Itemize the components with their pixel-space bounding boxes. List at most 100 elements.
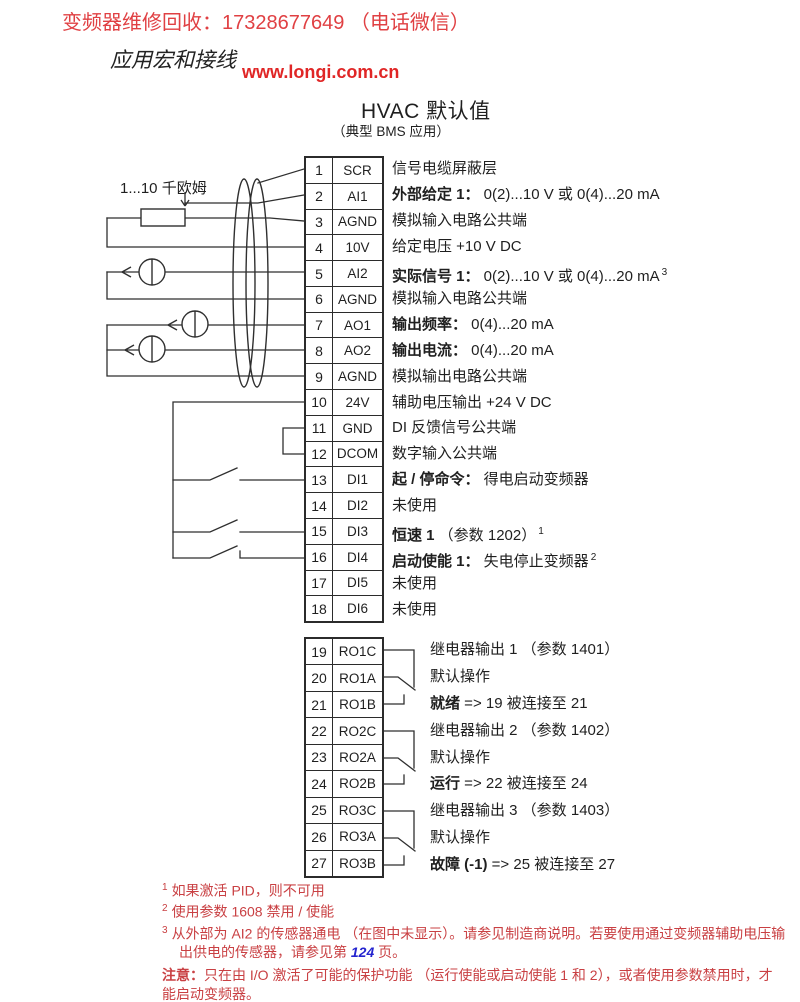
terminal-number: 19 (306, 639, 333, 665)
terminal-row-11: 11 GND (306, 414, 382, 441)
terminal-row-22: 22 RO2C (306, 717, 382, 744)
terminal-name: RO3A (339, 829, 376, 845)
terminal-number: 5 (306, 261, 333, 286)
terminal-description-22: 继电器输出 2 （参数 1402） (430, 721, 620, 739)
terminal-name: DI2 (346, 498, 368, 514)
terminal-description-13: 起 / 停命令： 得电启动变频器 (392, 471, 589, 489)
switch-di4 (172, 545, 305, 559)
terminal-number: 22 (306, 718, 333, 744)
terminal-name: RO2C (338, 723, 377, 739)
terminal-row-17: 17 DI5 (306, 569, 382, 596)
wire-shield-to-scr (257, 168, 305, 184)
wire-ao-loop-to-agnd (106, 324, 305, 377)
terminal-description-17: 未使用 (392, 575, 438, 593)
page-title: HVAC 默认值 (361, 100, 491, 123)
terminal-name: 10V (345, 240, 370, 256)
current-source-ao2 (124, 335, 166, 363)
terminal-number: 16 (306, 544, 333, 570)
wire-pot-loop-to-10v (106, 217, 305, 248)
terminal-name: AGND (337, 291, 377, 307)
service-phone-line: 变频器维修回收：17328677649 （电话微信） (62, 12, 470, 34)
wire-ai2-loop-to-agnd (106, 271, 305, 300)
terminal-name: GND (342, 420, 373, 436)
terminal-number: 9 (306, 364, 333, 390)
terminal-name: SCR (343, 162, 372, 178)
terminal-number: 26 (306, 824, 333, 850)
relay-contact-ro3 (383, 810, 416, 866)
terminal-name: AI2 (347, 266, 368, 282)
terminal-number: 17 (306, 570, 333, 596)
terminal-number: 2 (306, 183, 333, 209)
terminal-name: DI6 (346, 601, 368, 617)
terminal-number: 23 (306, 744, 333, 771)
terminal-number: 27 (306, 850, 333, 876)
terminal-number: 1 (306, 158, 333, 183)
terminal-name: AGND (337, 369, 377, 385)
section-heading-macro-wiring: 应用宏和接线 (110, 48, 236, 72)
relay-contact-ro1 (383, 649, 416, 705)
terminal-number: 7 (306, 312, 333, 338)
note: 注意：只在由 I/O 激活了可能的保护功能 （运行使能或启动使能 1 和 2），… (162, 967, 773, 1002)
switch-di3 (172, 519, 305, 533)
terminal-name: RO3C (338, 802, 377, 818)
terminal-name: AGND (337, 214, 377, 230)
terminal-description-15: 恒速 1 （参数 1202）1 (392, 526, 544, 545)
terminal-row-4: 4 10V (306, 234, 382, 261)
terminal-number: 3 (306, 209, 333, 235)
terminal-name: 24V (345, 394, 370, 410)
terminal-number: 14 (306, 493, 333, 518)
website-link[interactable]: www.longi.com.cn (242, 62, 400, 82)
terminal-name: DI5 (346, 575, 368, 591)
terminal-row-7: 7 AO1 (306, 311, 382, 338)
page-link[interactable]: 124 (350, 943, 375, 960)
terminal-row-25: 25 RO3C (306, 796, 382, 824)
terminal-description-1: 信号电缆屏蔽层 (392, 160, 498, 177)
terminal-number: 8 (306, 338, 333, 364)
terminal-description-21: 就绪 => 19 被连接至 21 (430, 694, 588, 712)
terminal-description-14: 未使用 (392, 497, 438, 515)
terminal-name: DCOM (336, 446, 379, 462)
terminal-description-18: 未使用 (392, 601, 438, 618)
terminal-number: 25 (306, 797, 333, 824)
terminal-number: 12 (306, 441, 333, 467)
terminal-number: 11 (306, 415, 333, 441)
terminal-description-10: 辅助电压输出 +24 V DC (392, 393, 552, 411)
terminal-name: RO2A (339, 749, 376, 765)
terminal-name: AO1 (343, 317, 371, 333)
terminal-number: 4 (306, 235, 333, 261)
terminal-description-19: 继电器输出 1 （参数 1401） (430, 641, 620, 659)
terminal-description-26: 默认操作 (430, 828, 491, 846)
current-source-ao1 (167, 310, 209, 338)
terminal-description-4: 给定电压 +10 V DC (392, 237, 522, 255)
cable-shield-ellipse (232, 178, 269, 388)
terminal-description-3: 模拟输入电路公共端 (392, 211, 528, 229)
terminal-number: 6 (306, 286, 333, 312)
terminal-description-9: 模拟输出电路公共端 (392, 367, 528, 385)
terminal-row-23: 23 RO2A (306, 743, 382, 771)
terminal-row-14: 14 DI2 (306, 492, 382, 518)
terminal-number: 15 (306, 518, 333, 544)
terminal-description-11: DI 反馈信号公共端 (392, 419, 517, 437)
terminal-description-6: 模拟输入电路公共端 (392, 289, 528, 307)
